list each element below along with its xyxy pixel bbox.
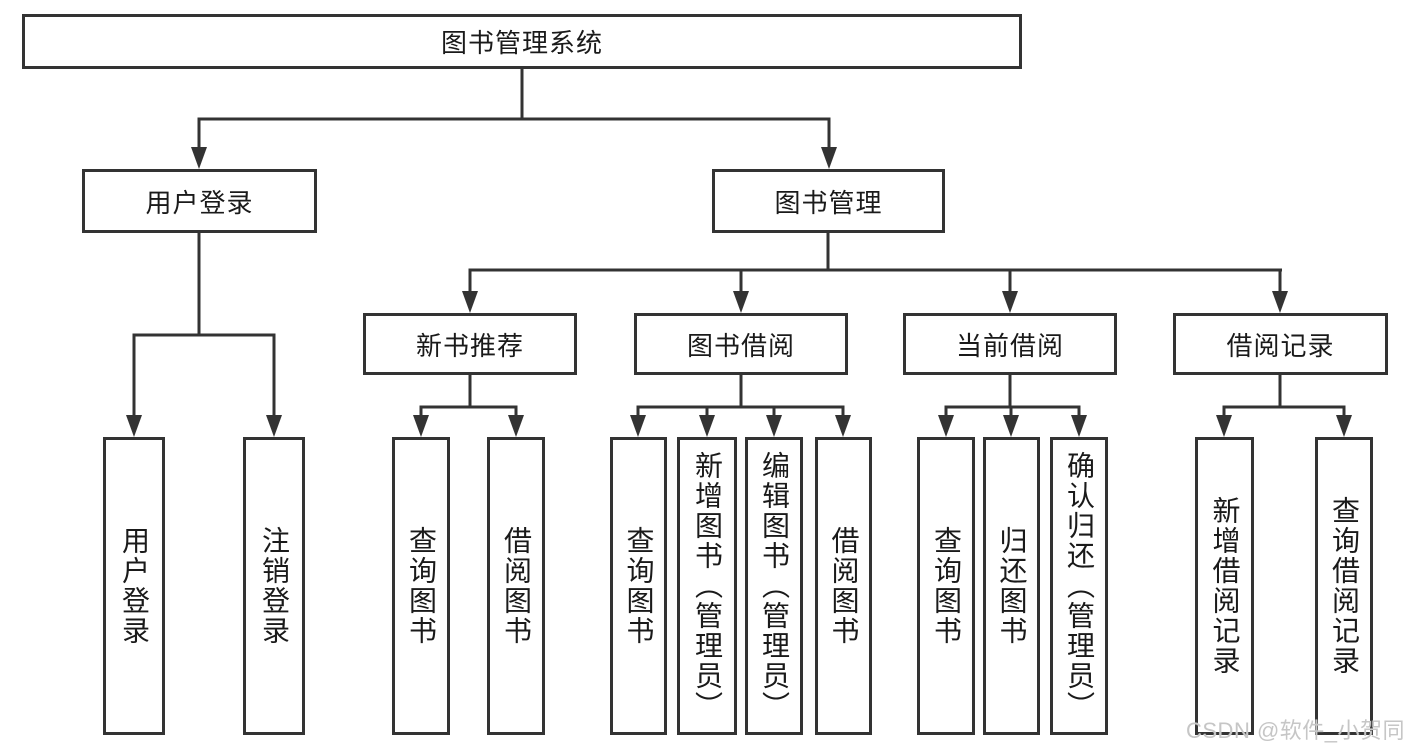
- leaf-borrow-books-2: 借阅图书: [815, 437, 872, 735]
- node-label: 图书管理: [774, 187, 883, 218]
- leaf-logout-login: 注销登录: [243, 437, 305, 735]
- leaf-query-books-2: 查询图书: [610, 437, 667, 735]
- node-label: 归还图书: [996, 526, 1028, 646]
- node-label: 查询图书: [406, 526, 437, 646]
- node-current-borrowing: 当前借阅: [903, 313, 1117, 375]
- node-borrowing-records: 借阅记录: [1173, 313, 1388, 375]
- node-book-management: 图书管理: [712, 169, 945, 233]
- node-label: 当前借阅: [955, 330, 1064, 361]
- node-label: 图书管理系统: [440, 28, 603, 58]
- node-label: 查询图书: [623, 526, 655, 646]
- node-label: 新书推荐: [415, 330, 524, 361]
- leaf-return-books: 归还图书: [983, 437, 1040, 735]
- node-label: 确认归还（管理员）: [1064, 451, 1095, 721]
- node-label: 借阅图书: [828, 526, 860, 646]
- leaf-add-borrow-record: 新增借阅记录: [1195, 437, 1254, 735]
- csdn-watermark: CSDN @软件_小贺同学: [1186, 718, 1405, 743]
- leaf-borrow-books-1: 借阅图书: [487, 437, 545, 735]
- leaf-query-books-3: 查询图书: [917, 437, 975, 735]
- leaf-user-login: 用户登录: [103, 437, 165, 735]
- node-label: 用户登录: [119, 526, 150, 646]
- leaf-query-borrow-record: 查询借阅记录: [1315, 437, 1373, 735]
- node-label: 图书借阅: [686, 330, 795, 361]
- node-library-management-system: 图书管理系统: [22, 14, 1022, 69]
- node-new-book-recommend: 新书推荐: [363, 313, 577, 375]
- node-label: 用户登录: [145, 187, 254, 218]
- node-label: 借阅图书: [501, 526, 532, 646]
- node-label: 查询图书: [931, 526, 962, 646]
- node-label: 编辑图书（管理员）: [759, 451, 790, 721]
- node-book-borrowing: 图书借阅: [634, 313, 848, 375]
- leaf-add-book-admin: 新增图书（管理员）: [677, 437, 737, 735]
- node-user-login: 用户登录: [82, 169, 317, 233]
- node-label: 新增图书（管理员）: [692, 451, 723, 721]
- leaf-query-books-1: 查询图书: [392, 437, 450, 735]
- arrowheads: [126, 147, 1352, 437]
- node-label: 新增借阅记录: [1209, 496, 1241, 676]
- leaf-edit-book-admin: 编辑图书（管理员）: [745, 437, 803, 735]
- node-label: 注销登录: [259, 526, 290, 646]
- leaf-confirm-return-admin: 确认归还（管理员）: [1050, 437, 1108, 735]
- node-label: 借阅记录: [1226, 330, 1335, 361]
- node-label: 查询借阅记录: [1329, 496, 1360, 676]
